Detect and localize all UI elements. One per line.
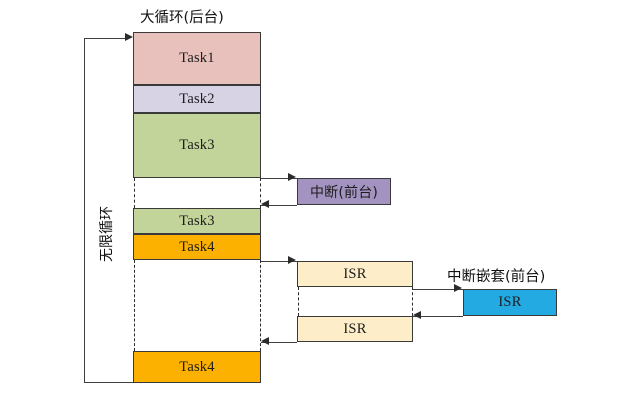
enter-nested-line bbox=[413, 289, 463, 290]
loop-bracket-top bbox=[84, 38, 128, 39]
return-interrupt-line bbox=[261, 205, 297, 206]
dashed-gap-right-2 bbox=[260, 260, 261, 351]
enter-isr-line bbox=[261, 261, 297, 262]
loop-bracket-vertical bbox=[84, 38, 85, 383]
block-interrupt: 中断(前台) bbox=[297, 178, 391, 205]
block-isr-first: ISR bbox=[297, 261, 413, 287]
dashed-gap-left-1 bbox=[133, 178, 135, 208]
enter-interrupt-line bbox=[261, 178, 297, 179]
block-isr-nested: ISR bbox=[463, 289, 557, 316]
block-task3-second: Task3 bbox=[133, 208, 261, 234]
block-task2: Task2 bbox=[133, 85, 261, 113]
title-nested-interrupt: 中断嵌套(前台) bbox=[447, 269, 546, 285]
return-nested-arrow-icon bbox=[413, 311, 421, 320]
loop-arrow-head-icon bbox=[125, 33, 133, 42]
return-interrupt-arrow-icon bbox=[261, 200, 269, 209]
block-task3-first: Task3 bbox=[133, 113, 261, 178]
label-infinite-loop: 无限循环 bbox=[99, 206, 115, 262]
enter-nested-arrow-icon bbox=[454, 284, 462, 293]
return-isr-line bbox=[261, 342, 297, 343]
dashed-gap-left-2 bbox=[133, 260, 135, 351]
return-nested-line bbox=[413, 316, 463, 317]
enter-interrupt-arrow-icon bbox=[288, 173, 296, 182]
block-task4-first: Task4 bbox=[133, 234, 261, 260]
loop-bracket-bottom bbox=[84, 382, 133, 383]
dashed-gap-isr-left bbox=[297, 287, 299, 316]
return-isr-arrow-icon bbox=[261, 337, 269, 346]
dashed-gap-right-1 bbox=[260, 178, 261, 208]
title-main-loop: 大循环(后台) bbox=[140, 10, 224, 26]
block-isr-second: ISR bbox=[297, 316, 413, 342]
block-task4-second: Task4 bbox=[133, 351, 261, 383]
block-task1: Task1 bbox=[133, 32, 261, 85]
enter-isr-arrow-icon bbox=[288, 256, 296, 265]
dashed-gap-isr-right bbox=[412, 287, 413, 316]
